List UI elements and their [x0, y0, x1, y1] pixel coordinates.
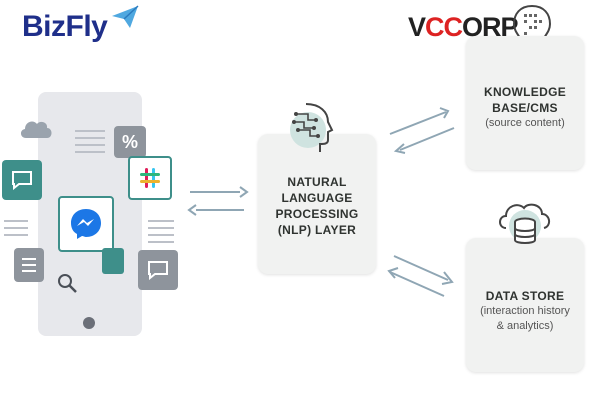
percent-icon: % [114, 126, 146, 158]
knowledge-base-title: KNOWLEDGE BASE/CMS [483, 85, 567, 115]
nlp-layer-title: NATURAL LANGUAGE PROCESSING (NLP) LAYER [275, 175, 359, 237]
search-icon [58, 274, 77, 293]
arrow-nlp-datastore [387, 255, 454, 297]
text-lines-right-icon [148, 220, 174, 248]
document-lines-icon [75, 130, 105, 158]
database-cloud-icon [499, 203, 550, 244]
knowledge-base-box: KNOWLEDGE BASE/CMS (source content) [466, 36, 584, 170]
bizfly-logo: BizFly [22, 5, 139, 44]
phone-home-button [83, 317, 95, 329]
messenger-icon [58, 196, 114, 252]
slack-icon [128, 156, 172, 200]
data-store-subtitle: (interaction history & analytics) [480, 305, 570, 332]
data-store-title: DATA STORE [485, 289, 565, 303]
paper-plane-icon [112, 5, 139, 28]
list-doc-icon [14, 248, 44, 282]
vccorp-logo-cc: CC [425, 12, 463, 42]
data-store-box: DATA STORE (interaction history & analyt… [466, 238, 584, 372]
teal-block-icon [102, 248, 124, 274]
vccorp-logo-prefix: V [408, 12, 426, 42]
nlp-layer-box: NATURAL LANGUAGE PROCESSING (NLP) LAYER [258, 134, 376, 274]
chat-bubble-icon [2, 160, 42, 200]
bizfly-logo-text: BizFly [22, 10, 108, 43]
ai-head-icon [290, 103, 334, 152]
arrow-phone-nlp [187, 186, 249, 216]
chat-bubble-grey-icon [138, 250, 178, 290]
knowledge-base-subtitle: (source content) [485, 117, 565, 129]
cloud-icon [20, 121, 52, 138]
text-lines-icon [4, 220, 28, 241]
arrow-nlp-knowledge [389, 107, 455, 154]
